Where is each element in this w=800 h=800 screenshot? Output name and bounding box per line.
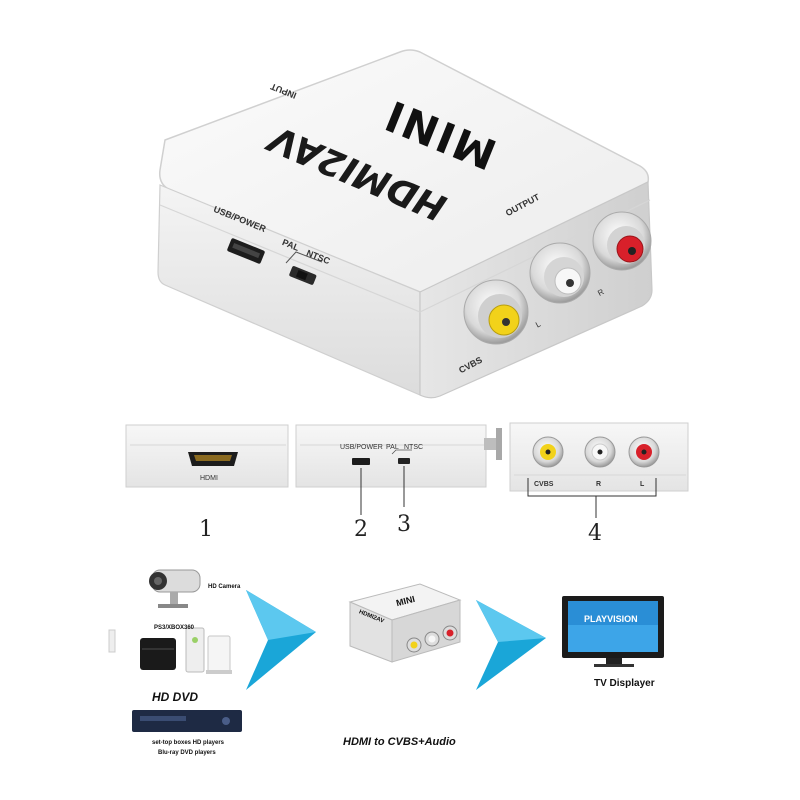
arrow-right-icon	[246, 590, 316, 690]
bottom-caption: HDMI to CVBS+Audio	[343, 736, 456, 748]
callout-4: 4	[588, 521, 602, 546]
edge-marker	[108, 629, 116, 653]
panel-rca	[509, 422, 689, 518]
rca-jack-red	[592, 211, 652, 271]
panel-hdmi-label: HDMI	[200, 475, 218, 482]
callout-3: 3	[397, 512, 411, 537]
hd-camera-label: HD Camera	[208, 584, 241, 590]
panel-r-label: R	[596, 481, 602, 488]
tv-screen-text: PLAYVISION	[584, 614, 638, 624]
panel-cvbs-label: CVBS	[534, 481, 554, 488]
mini-converter-image	[348, 583, 462, 663]
callout-2: 2	[354, 517, 368, 542]
consoles-label: PS3/XBOX360	[154, 625, 195, 631]
panel-l-label: L	[640, 481, 645, 488]
callout-1: 1	[199, 517, 213, 542]
tv-image	[562, 596, 664, 667]
hd-dvd-logo: HD DVD	[152, 690, 199, 704]
arrow-right-icon	[476, 600, 546, 690]
panel-hdmi	[125, 424, 289, 488]
panel-usb-switch	[295, 424, 502, 515]
hd-camera-image	[149, 569, 201, 608]
players-label-line2: Blu-ray DVD players	[158, 750, 216, 756]
panel-pal-label: PAL	[386, 444, 399, 451]
tv-caption: TV Displayer	[594, 678, 655, 689]
panel-usb-power-label: USB/POWER	[340, 444, 383, 451]
consoles-image	[140, 627, 232, 674]
rca-jack-white	[529, 242, 591, 304]
dvd-player-image	[132, 710, 242, 732]
rca-jack-yellow	[463, 279, 529, 345]
players-label-line1: set-top boxes HD players	[152, 740, 225, 746]
panel-ntsc-label: NTSC	[404, 444, 424, 451]
